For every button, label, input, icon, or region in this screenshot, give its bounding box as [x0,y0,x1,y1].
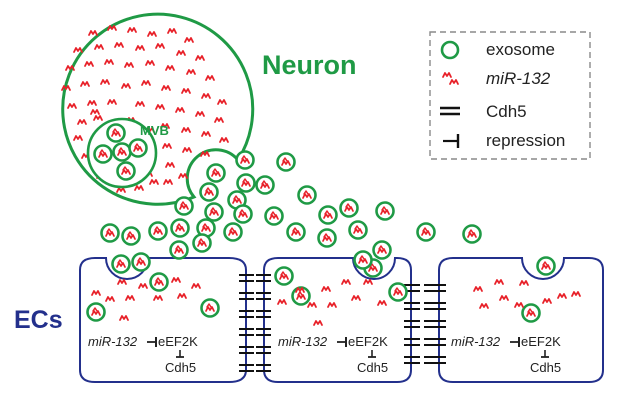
pathway-regulator: miR-132 [278,334,328,349]
neuron-label: Neuron [262,50,357,80]
exosome-icon [521,303,541,323]
exosome-icon [200,298,220,318]
pathway-target: eEF2K [348,334,388,349]
exosome-icon [286,222,306,242]
exosome-icon [372,240,392,260]
exosome-icon [276,152,296,172]
exosome-icon [192,233,212,253]
legend-mirna-label: miR-132 [486,69,551,88]
pathway-target: eEF2K [521,334,561,349]
ec-cell-3 [438,257,604,383]
ec-cell-1 [79,257,247,383]
pathway-ec-1: miR-132 eEF2K Cdh5 [88,334,198,375]
exosome-icon [148,221,168,241]
exosome-icon [388,282,408,302]
cdh5-junctions [239,274,446,372]
exosome-icon [297,185,317,205]
pathway-target: eEF2K [158,334,198,349]
pathway-effector: Cdh5 [165,360,196,375]
repression-icon [443,134,460,148]
exosome-icon [235,150,255,170]
exosome-icon [170,218,190,238]
legend-cdh5-label: Cdh5 [486,102,527,121]
exosome-icon [86,302,106,322]
pathway-ec-3: miR-132 eEF2K Cdh5 [451,334,561,375]
cdh5-icon [440,106,460,116]
pathway-regulator: miR-132 [451,334,501,349]
pathway-regulator: miR-132 [88,334,138,349]
exosome-icon [100,223,120,243]
exosome-icon [318,205,338,225]
exosome-icon [375,201,395,221]
exosome-icon [236,173,256,193]
exosome-icon [111,254,131,274]
mirna-icon [73,47,83,53]
exosome-icon [255,175,275,195]
exosome-icon [339,198,359,218]
exosome-icon [462,224,482,244]
mirna-icon [88,30,98,36]
exosome-icon [149,272,169,292]
exosome-icon [223,222,243,242]
exosome-icon [348,220,368,240]
mvb-vesicle: MVB [86,117,169,189]
pathway-ec-2: miR-132 eEF2K Cdh5 [278,334,388,375]
exosome-icon [121,226,141,246]
legend: exosome miR-132 Cdh5 repression [429,31,591,160]
mirna-icon [65,65,75,71]
legend-exosome-label: exosome [486,40,555,59]
exosome-icon [174,196,194,216]
exosome-icon [536,256,556,276]
ecs-label: ECs [14,306,63,334]
pathway-effector: Cdh5 [357,360,388,375]
exosome-icon [199,182,219,202]
legend-repression-label: repression [486,131,565,150]
exosome-icon [233,204,253,224]
exosome-icon [169,240,189,260]
exosome-icon [131,252,151,272]
exosome-icon [440,40,460,60]
exosome-icon [353,250,373,270]
mvb-label: MVB [140,123,169,138]
exosome-icon [204,202,224,222]
exosome-icon [206,163,226,183]
exosome-icon [317,228,337,248]
pathway-effector: Cdh5 [530,360,561,375]
exosome-icon [264,206,284,226]
exosome-icon [274,266,294,286]
exosome-icon [416,222,436,242]
